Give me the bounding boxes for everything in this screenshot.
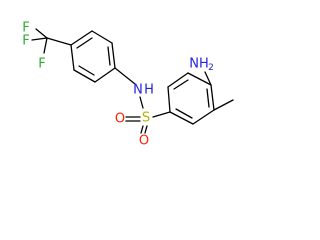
bond-ring2-inner-2: [206, 88, 210, 108]
fluorine-label-1: F: [22, 21, 29, 36]
bond-ring2-a: [167, 86, 171, 113]
bond-ring2-e: [192, 109, 215, 125]
bond-ring2-b: [167, 72, 189, 88]
bond-s-o2-a: [140, 125, 144, 134]
bond-s-o2-b: [144, 125, 148, 134]
bond-ring2-inner-3: [175, 108, 193, 119]
bond-ring2-c: [187, 72, 212, 86]
bond-ring-nh2: [204, 71, 212, 86]
bond-ring2-inner-1: [173, 79, 189, 90]
nitrogen-label: N: [133, 83, 143, 98]
bond-ring1-a: [70, 30, 93, 46]
bond-cf3-ring: [46, 37, 72, 46]
bond-ring1-e: [73, 69, 96, 83]
bond-c-f1: [35, 28, 48, 39]
bond-ring1-inner-1: [76, 37, 93, 49]
bond-s-ring: [152, 111, 171, 118]
bond-ring2-f: [169, 111, 194, 125]
bond-ring2-d: [210, 84, 215, 111]
bond-ring1-inner-2: [107, 46, 111, 66]
oxygen-label-2: O: [139, 134, 149, 149]
bond-ring1-b: [91, 30, 113, 44]
amino-label: NH: [189, 57, 209, 72]
amino-subscript: 2: [208, 63, 214, 73]
bond-ring1-f: [70, 44, 75, 71]
bond-c-f2: [31, 37, 48, 41]
bond-ring-methyl: [213, 99, 234, 111]
oxygen-label-1: O: [115, 112, 125, 127]
chemical-structure: F F F N H S O O NH 2: [22, 21, 234, 149]
bond-c-f3: [43, 37, 48, 54]
bond-ring-nh: [114, 67, 136, 85]
fluorine-label-2: F: [22, 34, 29, 49]
bond-ring1-d: [94, 67, 116, 83]
bond-ring1-inner-3: [78, 65, 95, 76]
nitrogen-hydrogen-label: H: [144, 83, 154, 98]
sulfur-label: S: [142, 111, 150, 126]
bonds: [31, 28, 234, 134]
bond-ring1-c: [111, 42, 116, 69]
atom-labels: F F F N H S O O NH 2: [22, 21, 214, 149]
fluorine-label-3: F: [38, 57, 45, 72]
bond-nh-s: [139, 96, 144, 109]
